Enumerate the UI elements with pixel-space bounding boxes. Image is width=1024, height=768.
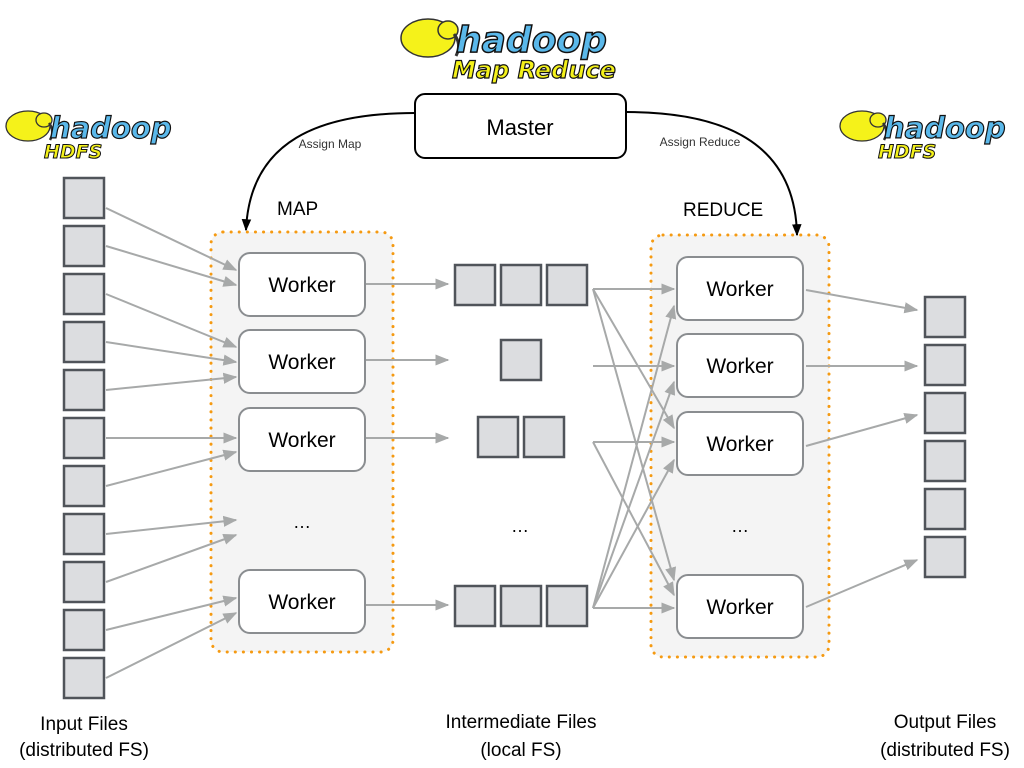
intermediate-ellipsis: … xyxy=(511,516,529,536)
worker-label: Worker xyxy=(268,274,335,297)
input-file xyxy=(62,224,106,268)
reduce-output-arrow xyxy=(805,559,919,608)
input-arrow xyxy=(105,207,238,271)
input-file xyxy=(62,608,106,652)
assign-reduce-edge xyxy=(625,111,802,237)
input-arrow xyxy=(105,534,238,583)
intermediate-file xyxy=(522,415,566,459)
elephant-icon xyxy=(400,18,461,58)
intermediate-file xyxy=(499,584,543,628)
intermediate-file xyxy=(545,263,589,307)
reduce-output-arrow xyxy=(805,289,919,314)
worker-box xyxy=(676,256,804,321)
shuffle-arrow xyxy=(592,458,675,609)
logo-hdfs-left: hadoop HDFS xyxy=(5,110,172,164)
map-worker[interactable]: Worker xyxy=(238,407,366,472)
reduce-title: REDUCE xyxy=(683,200,763,221)
intermediate-file xyxy=(453,584,497,628)
worker-box xyxy=(676,333,804,398)
reduce-worker[interactable]: Worker xyxy=(676,574,804,639)
intermediate-file xyxy=(476,415,520,459)
worker-label: Worker xyxy=(268,429,335,452)
output-files-label-1: Output Files xyxy=(894,712,996,733)
shuffle-arrow xyxy=(592,380,676,609)
logo-mapreduce-product: Map Reduce xyxy=(452,56,616,84)
reduce-worker[interactable]: Worker xyxy=(676,411,804,476)
input-files-label-1: Input Files xyxy=(40,714,128,735)
logo-hdfs-left-brand: hadoop xyxy=(50,111,172,145)
logo-hdfs-left-product: HDFS xyxy=(44,141,102,163)
logo-mapreduce-brand: hadoop xyxy=(456,20,607,61)
worker-label: Worker xyxy=(706,355,773,378)
input-file xyxy=(62,560,106,604)
intermediate-file xyxy=(453,263,497,307)
input-file xyxy=(62,656,106,700)
input-arrow xyxy=(105,293,238,348)
output-files-label-2: (distributed FS) xyxy=(880,740,1010,761)
output-file xyxy=(923,487,967,531)
input-file xyxy=(62,272,106,316)
assign-map-label: Assign Map xyxy=(299,137,362,151)
input-file xyxy=(62,176,106,220)
elephant-icon xyxy=(5,110,54,142)
worker-label: Worker xyxy=(268,351,335,374)
worker-label: Worker xyxy=(706,433,773,456)
reduce-ellipsis: … xyxy=(731,516,749,536)
master-label: Master xyxy=(486,115,553,140)
worker-label: Worker xyxy=(268,591,335,614)
input-file xyxy=(62,464,106,508)
output-file xyxy=(923,343,967,387)
worker-box xyxy=(238,569,366,634)
logo-mapreduce: hadoop Map Reduce xyxy=(400,18,617,85)
input-file xyxy=(62,512,106,556)
reduce-output-arrow xyxy=(805,412,919,447)
assign-map-edge xyxy=(241,112,416,232)
worker-box xyxy=(238,252,366,317)
map-worker[interactable]: Worker xyxy=(238,569,366,634)
elephant-icon xyxy=(839,110,888,142)
intermediate-file xyxy=(499,263,543,307)
input-arrow xyxy=(105,595,238,631)
logo-hdfs-right-product: HDFS xyxy=(878,141,936,163)
assign-reduce-label: Assign Reduce xyxy=(660,135,741,149)
map-title: MAP xyxy=(277,199,318,220)
shuffle-arrow xyxy=(592,288,677,582)
input-file xyxy=(62,416,106,460)
output-file xyxy=(923,391,967,435)
worker-label: Worker xyxy=(706,278,773,301)
output-file xyxy=(923,439,967,483)
input-files-label-2: (distributed FS) xyxy=(19,740,149,761)
input-arrow xyxy=(105,612,238,679)
map-ellipsis: … xyxy=(293,512,311,532)
reduce-worker[interactable]: Worker xyxy=(676,333,804,398)
input-arrow xyxy=(105,515,238,535)
worker-label: Worker xyxy=(706,596,773,619)
output-file xyxy=(923,295,967,339)
output-file xyxy=(923,535,967,579)
shuffle-arrow xyxy=(592,304,677,609)
shuffle-arrow xyxy=(592,441,675,597)
worker-box xyxy=(676,411,804,476)
map-worker[interactable]: Worker xyxy=(238,252,366,317)
worker-box xyxy=(676,574,804,639)
master-box[interactable] xyxy=(414,93,627,159)
worker-box xyxy=(238,407,366,472)
intermediate-file xyxy=(545,584,589,628)
input-file xyxy=(62,368,106,412)
logo-hdfs-right-brand: hadoop xyxy=(884,111,1006,145)
input-arrow xyxy=(105,449,238,487)
logo-hdfs-right: hadoop HDFS xyxy=(839,110,1006,164)
intermediate-files-label-2: (local FS) xyxy=(480,740,561,761)
map-worker[interactable]: Worker xyxy=(238,329,366,394)
intermediate-file xyxy=(499,338,543,382)
input-arrow xyxy=(105,341,238,366)
shuffle-arrow xyxy=(592,288,675,430)
input-file xyxy=(62,320,106,364)
input-arrow xyxy=(105,372,238,391)
input-arrow xyxy=(105,245,238,287)
intermediate-files-label-1: Intermediate Files xyxy=(445,712,596,733)
reduce-worker[interactable]: Worker xyxy=(676,256,804,321)
worker-box xyxy=(238,329,366,394)
